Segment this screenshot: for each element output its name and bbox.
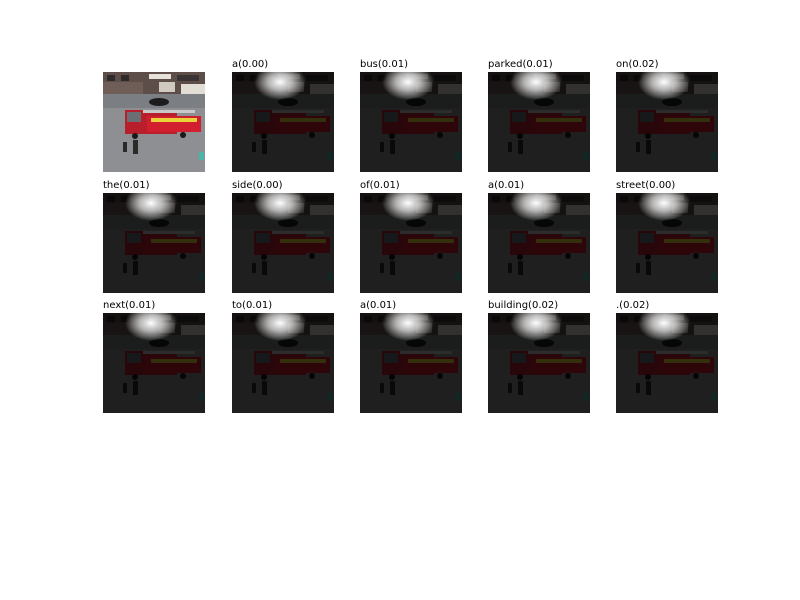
word-caption: a(0.00) <box>232 59 273 71</box>
attention-cell: a(0.00) <box>232 59 334 174</box>
attention-cell: next(0.01) <box>103 300 205 415</box>
attention-map <box>616 313 718 413</box>
word-caption: side(0.00) <box>232 180 287 192</box>
attention-map <box>488 193 590 293</box>
word-caption: of(0.01) <box>360 180 404 192</box>
attention-cell: a(0.01) <box>488 180 590 295</box>
attention-map <box>616 72 718 172</box>
attention-map <box>488 72 590 172</box>
attention-map <box>360 72 462 172</box>
attention-map <box>232 313 334 413</box>
attention-cell: bus(0.01) <box>360 59 462 174</box>
attention-cell: to(0.01) <box>232 300 334 415</box>
attention-map <box>232 72 334 172</box>
attention-map <box>616 193 718 293</box>
attention-cell: parked(0.01) <box>488 59 590 174</box>
word-caption: to(0.01) <box>232 300 277 312</box>
attention-cell: the(0.01) <box>103 180 205 295</box>
attention-cell: .(0.02) <box>616 300 718 415</box>
attention-cell: on(0.02) <box>616 59 718 174</box>
word-caption: street(0.00) <box>616 180 680 192</box>
word-caption: a(0.01) <box>360 300 401 312</box>
attention-cell: of(0.01) <box>360 180 462 295</box>
source-image <box>103 72 205 172</box>
attention-map <box>360 193 462 293</box>
attention-cell: side(0.00) <box>232 180 334 295</box>
word-caption: .(0.02) <box>616 300 654 312</box>
attention-map <box>232 193 334 293</box>
attention-cell: a(0.01) <box>360 300 462 415</box>
word-caption: next(0.01) <box>103 300 160 312</box>
attention-cell: street(0.00) <box>616 180 718 295</box>
attention-map <box>103 313 205 413</box>
word-caption: parked(0.01) <box>488 59 557 71</box>
word-caption: on(0.02) <box>616 59 663 71</box>
attention-map <box>360 313 462 413</box>
word-caption: a(0.01) <box>488 180 529 192</box>
attention-cell: building(0.02) <box>488 300 590 415</box>
source-image-cell <box>103 72 205 174</box>
word-caption: the(0.01) <box>103 180 154 192</box>
attention-map <box>488 313 590 413</box>
attention-map <box>103 193 205 293</box>
word-caption: building(0.02) <box>488 300 563 312</box>
word-caption: bus(0.01) <box>360 59 412 71</box>
